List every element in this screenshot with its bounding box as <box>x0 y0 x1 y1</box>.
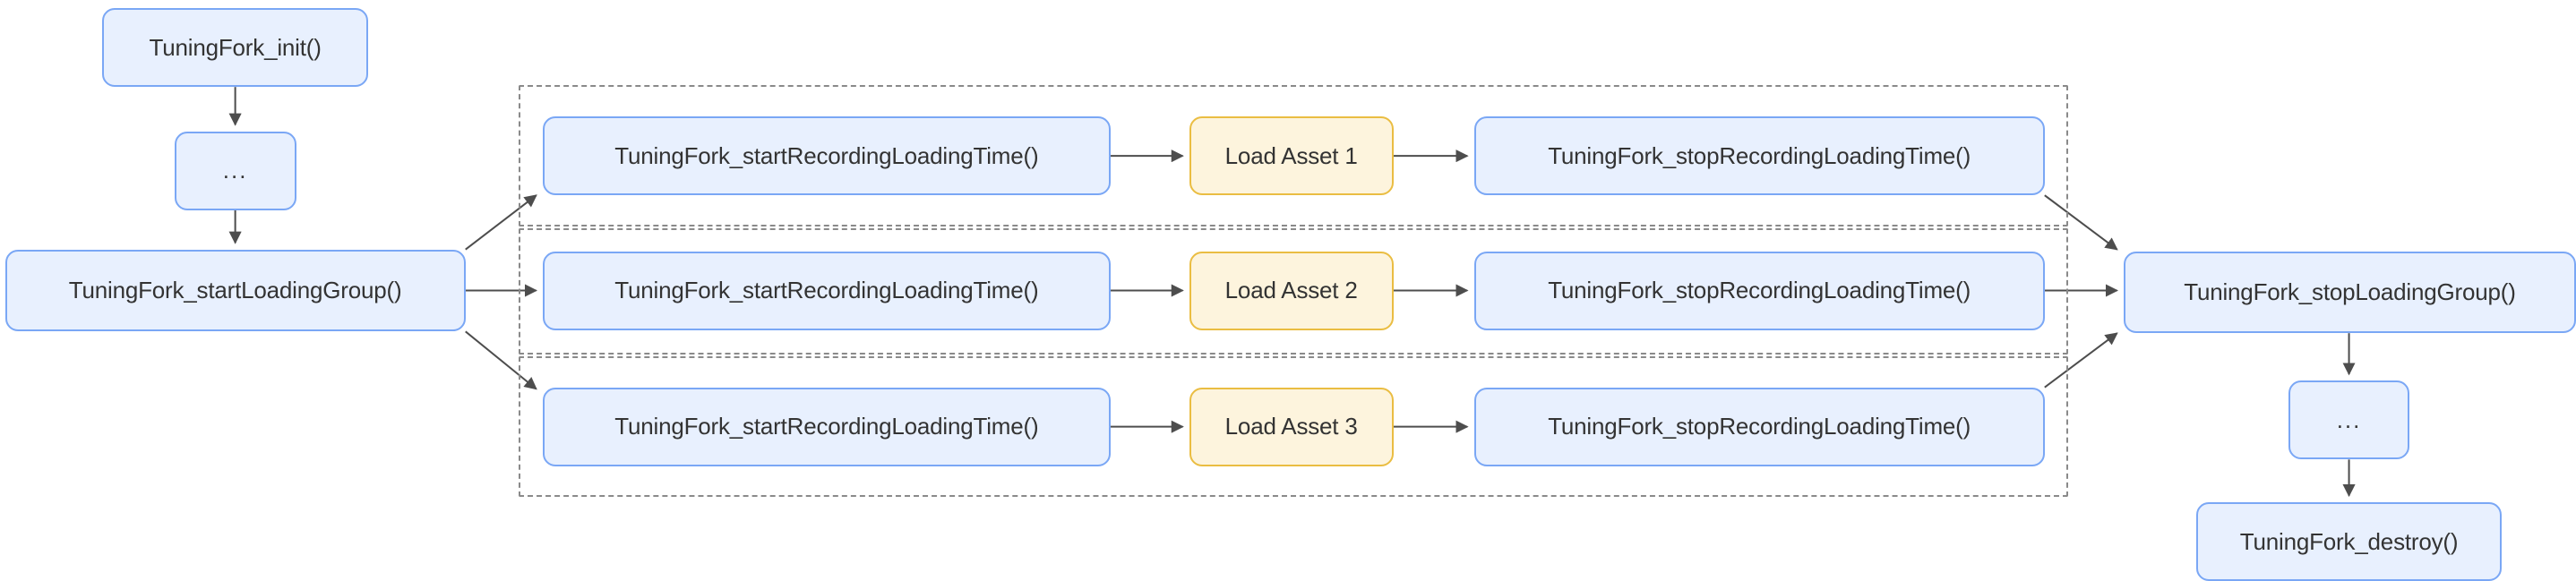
node-start3[interactable]: TuningFork_startRecordingLoadingTime() <box>543 387 1111 466</box>
node-destroy[interactable]: TuningFork_destroy() <box>2195 502 2503 581</box>
node-asset3[interactable]: Load Asset 3 <box>1189 387 1394 466</box>
node-asset1[interactable]: Load Asset 1 <box>1189 116 1394 196</box>
node-start2[interactable]: TuningFork_startRecordingLoadingTime() <box>543 251 1111 330</box>
node-startGroup[interactable]: TuningFork_startLoadingGroup() <box>4 249 466 332</box>
loading-group-cluster <box>518 355 2068 498</box>
loading-group-cluster <box>518 227 2068 355</box>
node-stop1[interactable]: TuningFork_stopRecordingLoadingTime() <box>1473 116 2045 196</box>
node-start1[interactable]: TuningFork_startRecordingLoadingTime() <box>543 116 1111 196</box>
node-dots_bottom[interactable]: ... <box>2288 380 2410 460</box>
node-dots_top[interactable]: ... <box>174 131 296 210</box>
node-stop2[interactable]: TuningFork_stopRecordingLoadingTime() <box>1473 251 2045 330</box>
node-stop3[interactable]: TuningFork_stopRecordingLoadingTime() <box>1473 387 2045 466</box>
node-init[interactable]: TuningFork_init() <box>101 8 369 88</box>
node-asset2[interactable]: Load Asset 2 <box>1189 251 1394 330</box>
node-stopGroup[interactable]: TuningFork_stopLoadingGroup() <box>2123 251 2576 334</box>
loading-group-cluster <box>518 85 2068 226</box>
